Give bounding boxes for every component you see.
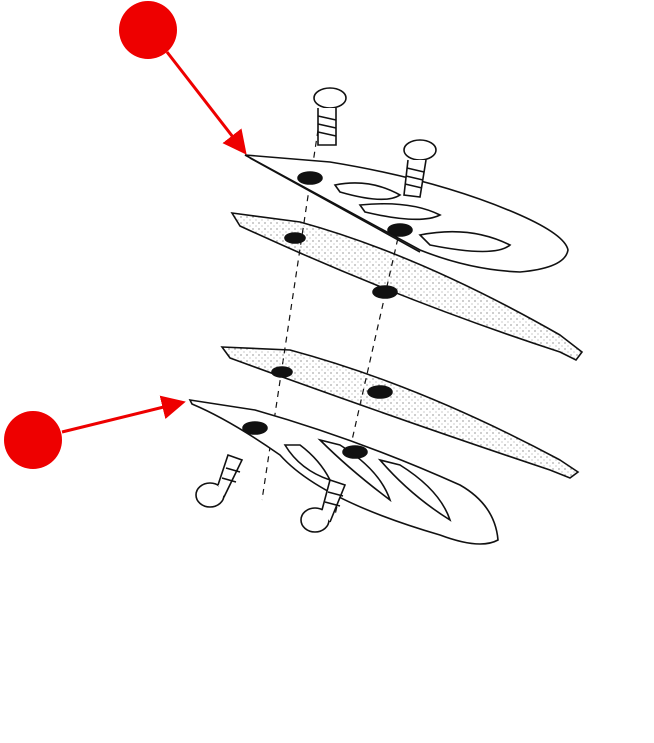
lower-reed-petal — [220, 346, 580, 479]
lower-stopper-plate — [188, 398, 499, 545]
screw-top-right — [403, 139, 437, 198]
upper-reed-petal — [230, 211, 584, 362]
screw-bottom-left — [195, 453, 244, 508]
screw-top-left — [313, 87, 347, 146]
marker-1 — [119, 1, 247, 155]
marker-2 — [4, 395, 186, 469]
screw-bottom-right — [300, 478, 347, 533]
